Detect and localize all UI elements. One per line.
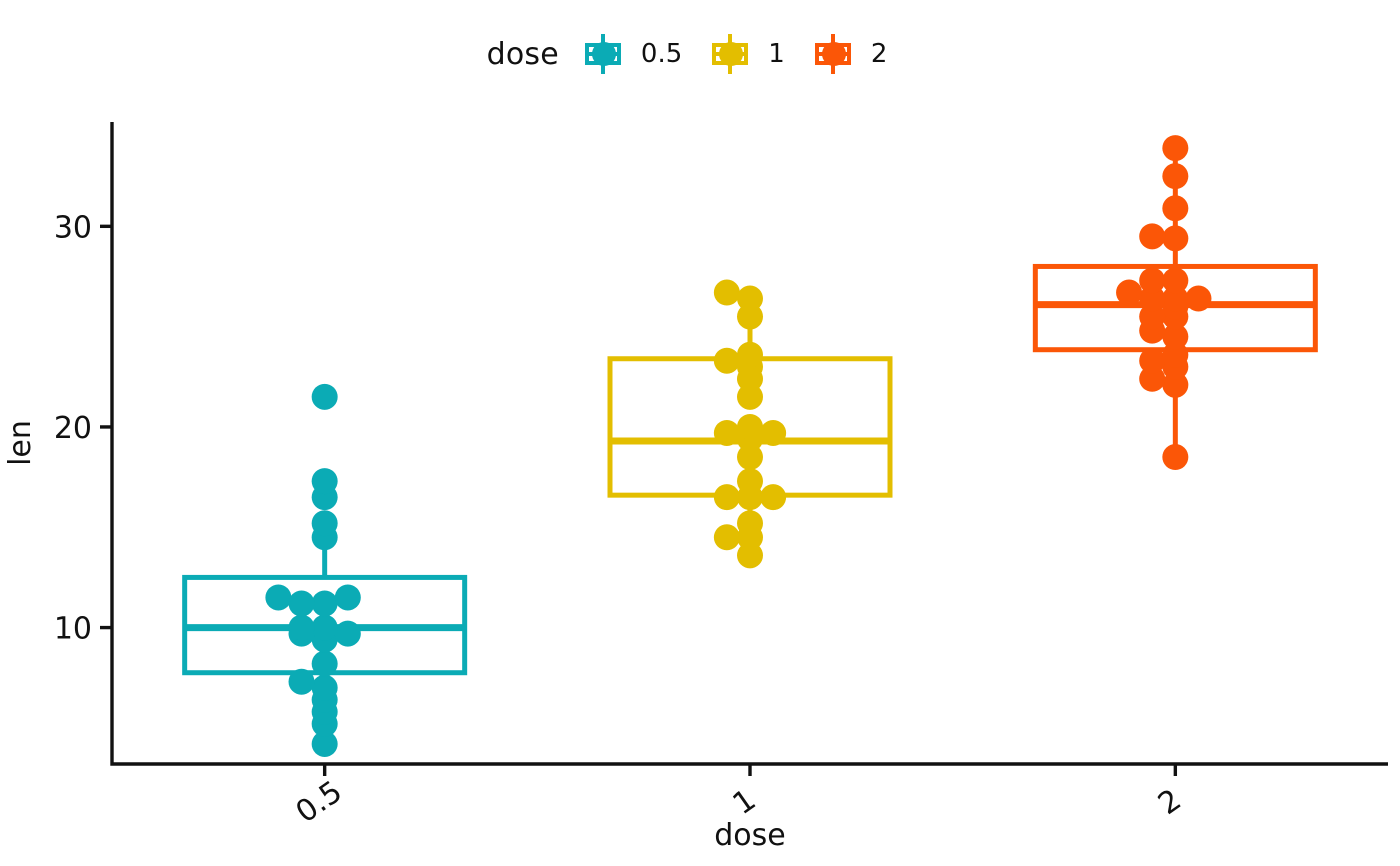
data-point — [713, 524, 740, 551]
data-point — [288, 668, 315, 695]
data-point — [737, 413, 763, 440]
data-point — [737, 468, 763, 495]
data-point — [1162, 163, 1189, 190]
data-point — [311, 730, 338, 757]
y-tick-label: 20 — [54, 411, 92, 446]
data-point — [1162, 225, 1189, 252]
legend-title: dose — [486, 36, 559, 72]
data-point — [1162, 267, 1189, 294]
data-point — [713, 347, 740, 374]
data-point — [737, 542, 763, 569]
data-point — [1139, 223, 1166, 250]
data-point — [1162, 341, 1189, 368]
x-tick-label: 2 — [1152, 782, 1188, 822]
data-point — [1185, 285, 1212, 312]
data-point — [1162, 285, 1189, 312]
data-point — [334, 620, 361, 647]
legend-item-2[interactable]: 2 — [811, 34, 888, 74]
boxplot-key-icon — [581, 34, 627, 74]
data-point — [737, 285, 763, 312]
y-tick-label: 30 — [54, 210, 92, 245]
data-point — [311, 650, 338, 677]
data-point — [1162, 371, 1189, 398]
data-point — [311, 510, 338, 537]
x-tick-label: 0.5 — [290, 774, 349, 830]
data-point — [737, 303, 763, 330]
data-point — [1139, 365, 1166, 392]
data-point — [265, 584, 292, 611]
data-point — [311, 468, 338, 495]
axis-labels-group: 10 20 30 0.5 1 2 dose len — [3, 210, 1188, 853]
data-point — [760, 484, 787, 511]
boxplot-key-icon — [811, 34, 857, 74]
data-point — [1139, 267, 1166, 294]
data-point — [1139, 285, 1166, 312]
data-point — [1139, 303, 1166, 330]
data-point — [1162, 444, 1189, 471]
data-point — [288, 614, 315, 641]
x-tick-label: 1 — [727, 782, 763, 822]
boxplot-1[interactable] — [607, 279, 893, 569]
data-point — [737, 341, 763, 368]
legend-item-1[interactable]: 1 — [708, 34, 785, 74]
data-point — [760, 419, 787, 446]
data-point — [1162, 195, 1189, 222]
boxplot-key-icon — [708, 34, 754, 74]
data-point — [713, 279, 740, 306]
data-point — [737, 383, 763, 410]
legend-label-1: 1 — [768, 39, 785, 69]
data-point — [311, 383, 338, 410]
legend-item-0[interactable]: 0.5 — [581, 34, 682, 74]
boxplot-series-group — [182, 135, 1318, 757]
data-point — [334, 584, 361, 611]
data-point — [737, 444, 763, 471]
data-point — [737, 510, 763, 537]
data-point — [1139, 347, 1166, 374]
axes — [100, 122, 1388, 776]
data-point — [311, 614, 338, 641]
y-tick-label: 10 — [54, 612, 92, 647]
legend: dose 0.5 1 2 — [0, 28, 1400, 80]
data-point — [1162, 323, 1189, 350]
boxplot-2[interactable] — [1032, 135, 1318, 471]
x-axis-title: dose — [714, 818, 785, 853]
legend-label-2: 2 — [870, 39, 888, 69]
data-point — [713, 484, 740, 511]
data-point — [713, 419, 740, 446]
data-point — [1162, 135, 1189, 162]
legend-label-0: 0.5 — [640, 39, 683, 69]
boxplot-0.5[interactable] — [182, 383, 468, 757]
data-point — [288, 590, 315, 617]
data-point — [311, 590, 338, 617]
data-point — [1116, 279, 1143, 306]
y-axis-title: len — [3, 420, 38, 466]
data-point — [311, 674, 338, 701]
